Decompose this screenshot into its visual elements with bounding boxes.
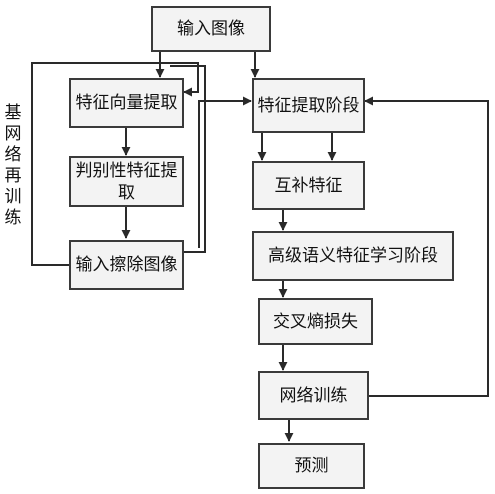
arrow-train-feedback xyxy=(364,96,489,397)
retrain-label-char: 练 xyxy=(4,208,22,228)
node-input-image: 输入图像 xyxy=(151,6,271,52)
retrain-label: 基 网 络 再 训 练 xyxy=(2,103,24,229)
node-complementary-features: 互补特征 xyxy=(252,161,365,210)
arrow-erased-to-feat-extract xyxy=(170,65,251,253)
node-semantic-feature-learning: 高级语义特征学习阶段 xyxy=(252,231,454,281)
node-input-erased-image: 输入擦除图像 xyxy=(69,240,184,290)
retrain-label-char: 基 xyxy=(4,103,22,123)
node-discriminative-feature-extraction: 判别性特征提取 xyxy=(69,156,184,207)
node-network-training: 网络训练 xyxy=(258,371,369,420)
arrow-retrain-loop xyxy=(31,62,199,266)
retrain-label-char: 训 xyxy=(4,187,22,207)
node-feature-vector-extraction: 特征向量提取 xyxy=(69,78,184,128)
node-cross-entropy-loss: 交叉熵损失 xyxy=(258,298,373,345)
retrain-label-char: 络 xyxy=(4,145,22,165)
node-feature-extraction-stage: 特征提取阶段 xyxy=(252,78,365,133)
node-prediction: 预测 xyxy=(258,443,365,489)
retrain-label-char: 网 xyxy=(4,124,22,144)
retrain-label-char: 再 xyxy=(4,166,22,186)
